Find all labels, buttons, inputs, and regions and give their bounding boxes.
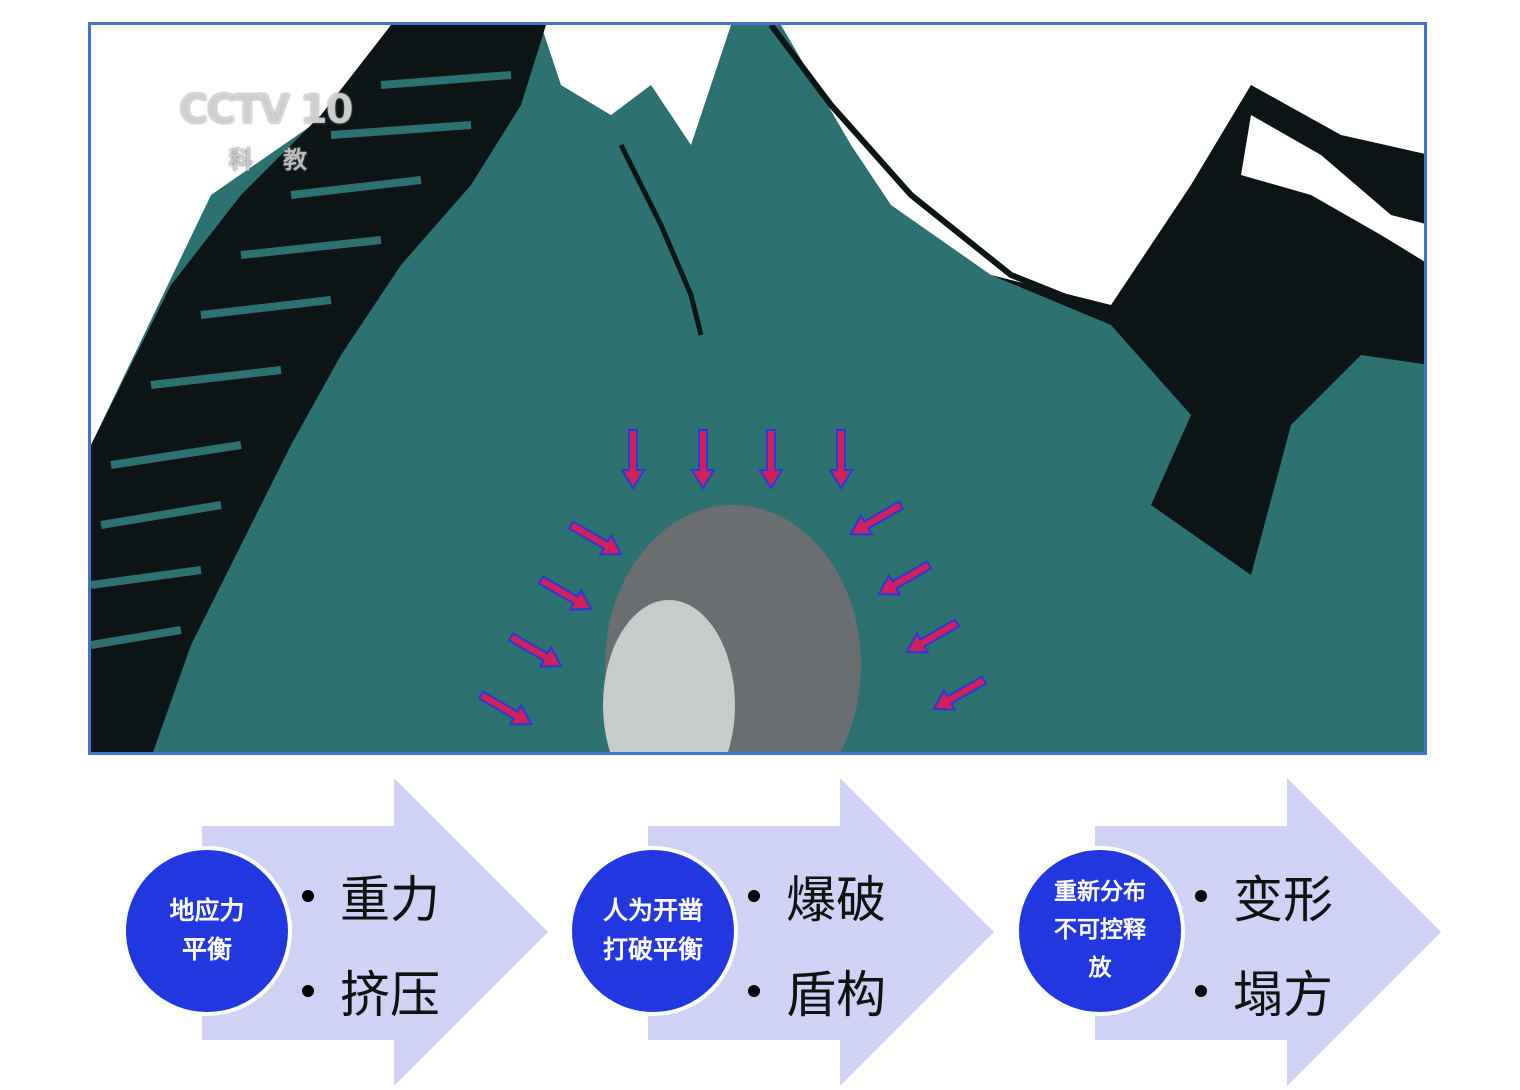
cctv-watermark: CCTV 10 [179, 87, 354, 133]
circle-text: 放 [1088, 954, 1112, 981]
chevron-arrow [648, 778, 994, 1086]
stress-arrow-icon [567, 520, 623, 556]
circle-text: 地应力 [169, 896, 245, 926]
bullet-item: 变形 [1195, 848, 1333, 943]
bullet-dot-icon [302, 984, 314, 997]
circle-text: 重新分布 [1054, 879, 1146, 906]
stress-arrow-icon [905, 618, 961, 654]
circle-text: 人为开凿 [602, 896, 703, 926]
stress-arrow-icon [828, 429, 854, 490]
stress-arrow-icon [877, 560, 933, 596]
bullet-text: 盾构 [786, 965, 886, 1024]
process-step-2: 人为开凿 打破平衡 爆破 盾构 [568, 778, 1008, 1088]
process-step-3: 重新分布 不可控释 放 变形 塌方 [1015, 778, 1455, 1088]
stress-arrow-icon [507, 632, 563, 668]
step-circle: 人为开凿 打破平衡 [568, 846, 738, 1016]
bullet-item: 重力 [302, 848, 440, 943]
chevron-arrow [202, 778, 548, 1086]
process-step-1: 地应力 平衡 重力 挤压 [122, 778, 562, 1088]
bullet-dot-icon [748, 889, 760, 902]
bullet-dot-icon [748, 984, 760, 997]
bullet-text: 挤压 [340, 965, 440, 1024]
bullet-text: 变形 [1233, 870, 1333, 929]
bullet-item: 挤压 [302, 943, 440, 1038]
bullet-item: 塌方 [1195, 943, 1333, 1038]
bullet-text: 重力 [340, 870, 440, 929]
step-circle: 重新分布 不可控释 放 [1015, 846, 1185, 1016]
cctv-watermark-sub: 科教 [229, 146, 337, 174]
bullet-dot-icon [302, 889, 314, 902]
bullet-text: 塌方 [1233, 965, 1333, 1024]
stress-arrow-icon [477, 690, 533, 726]
stress-arrow-icon [849, 500, 905, 536]
circle-text: 平衡 [181, 935, 232, 964]
stress-arrow-icon [537, 575, 593, 611]
stress-arrow-icon [932, 675, 988, 711]
chevron-arrow [1095, 778, 1441, 1086]
circle-text: 打破平衡 [602, 935, 703, 964]
circle-text: 不可控释 [1054, 917, 1146, 944]
bullet-item: 盾构 [748, 943, 886, 1038]
bullet-item: 爆破 [748, 848, 886, 943]
stress-arrow-icon [758, 429, 784, 490]
bullet-dot-icon [1195, 984, 1207, 997]
stress-arrow-icon [620, 429, 646, 490]
bullet-dot-icon [1195, 889, 1207, 902]
tunnel-stress-illustration: CCTV 10 科教 [88, 22, 1427, 755]
bullet-text: 爆破 [786, 870, 886, 929]
step-circle: 地应力 平衡 [122, 846, 292, 1016]
stress-arrow-icon [690, 429, 716, 490]
